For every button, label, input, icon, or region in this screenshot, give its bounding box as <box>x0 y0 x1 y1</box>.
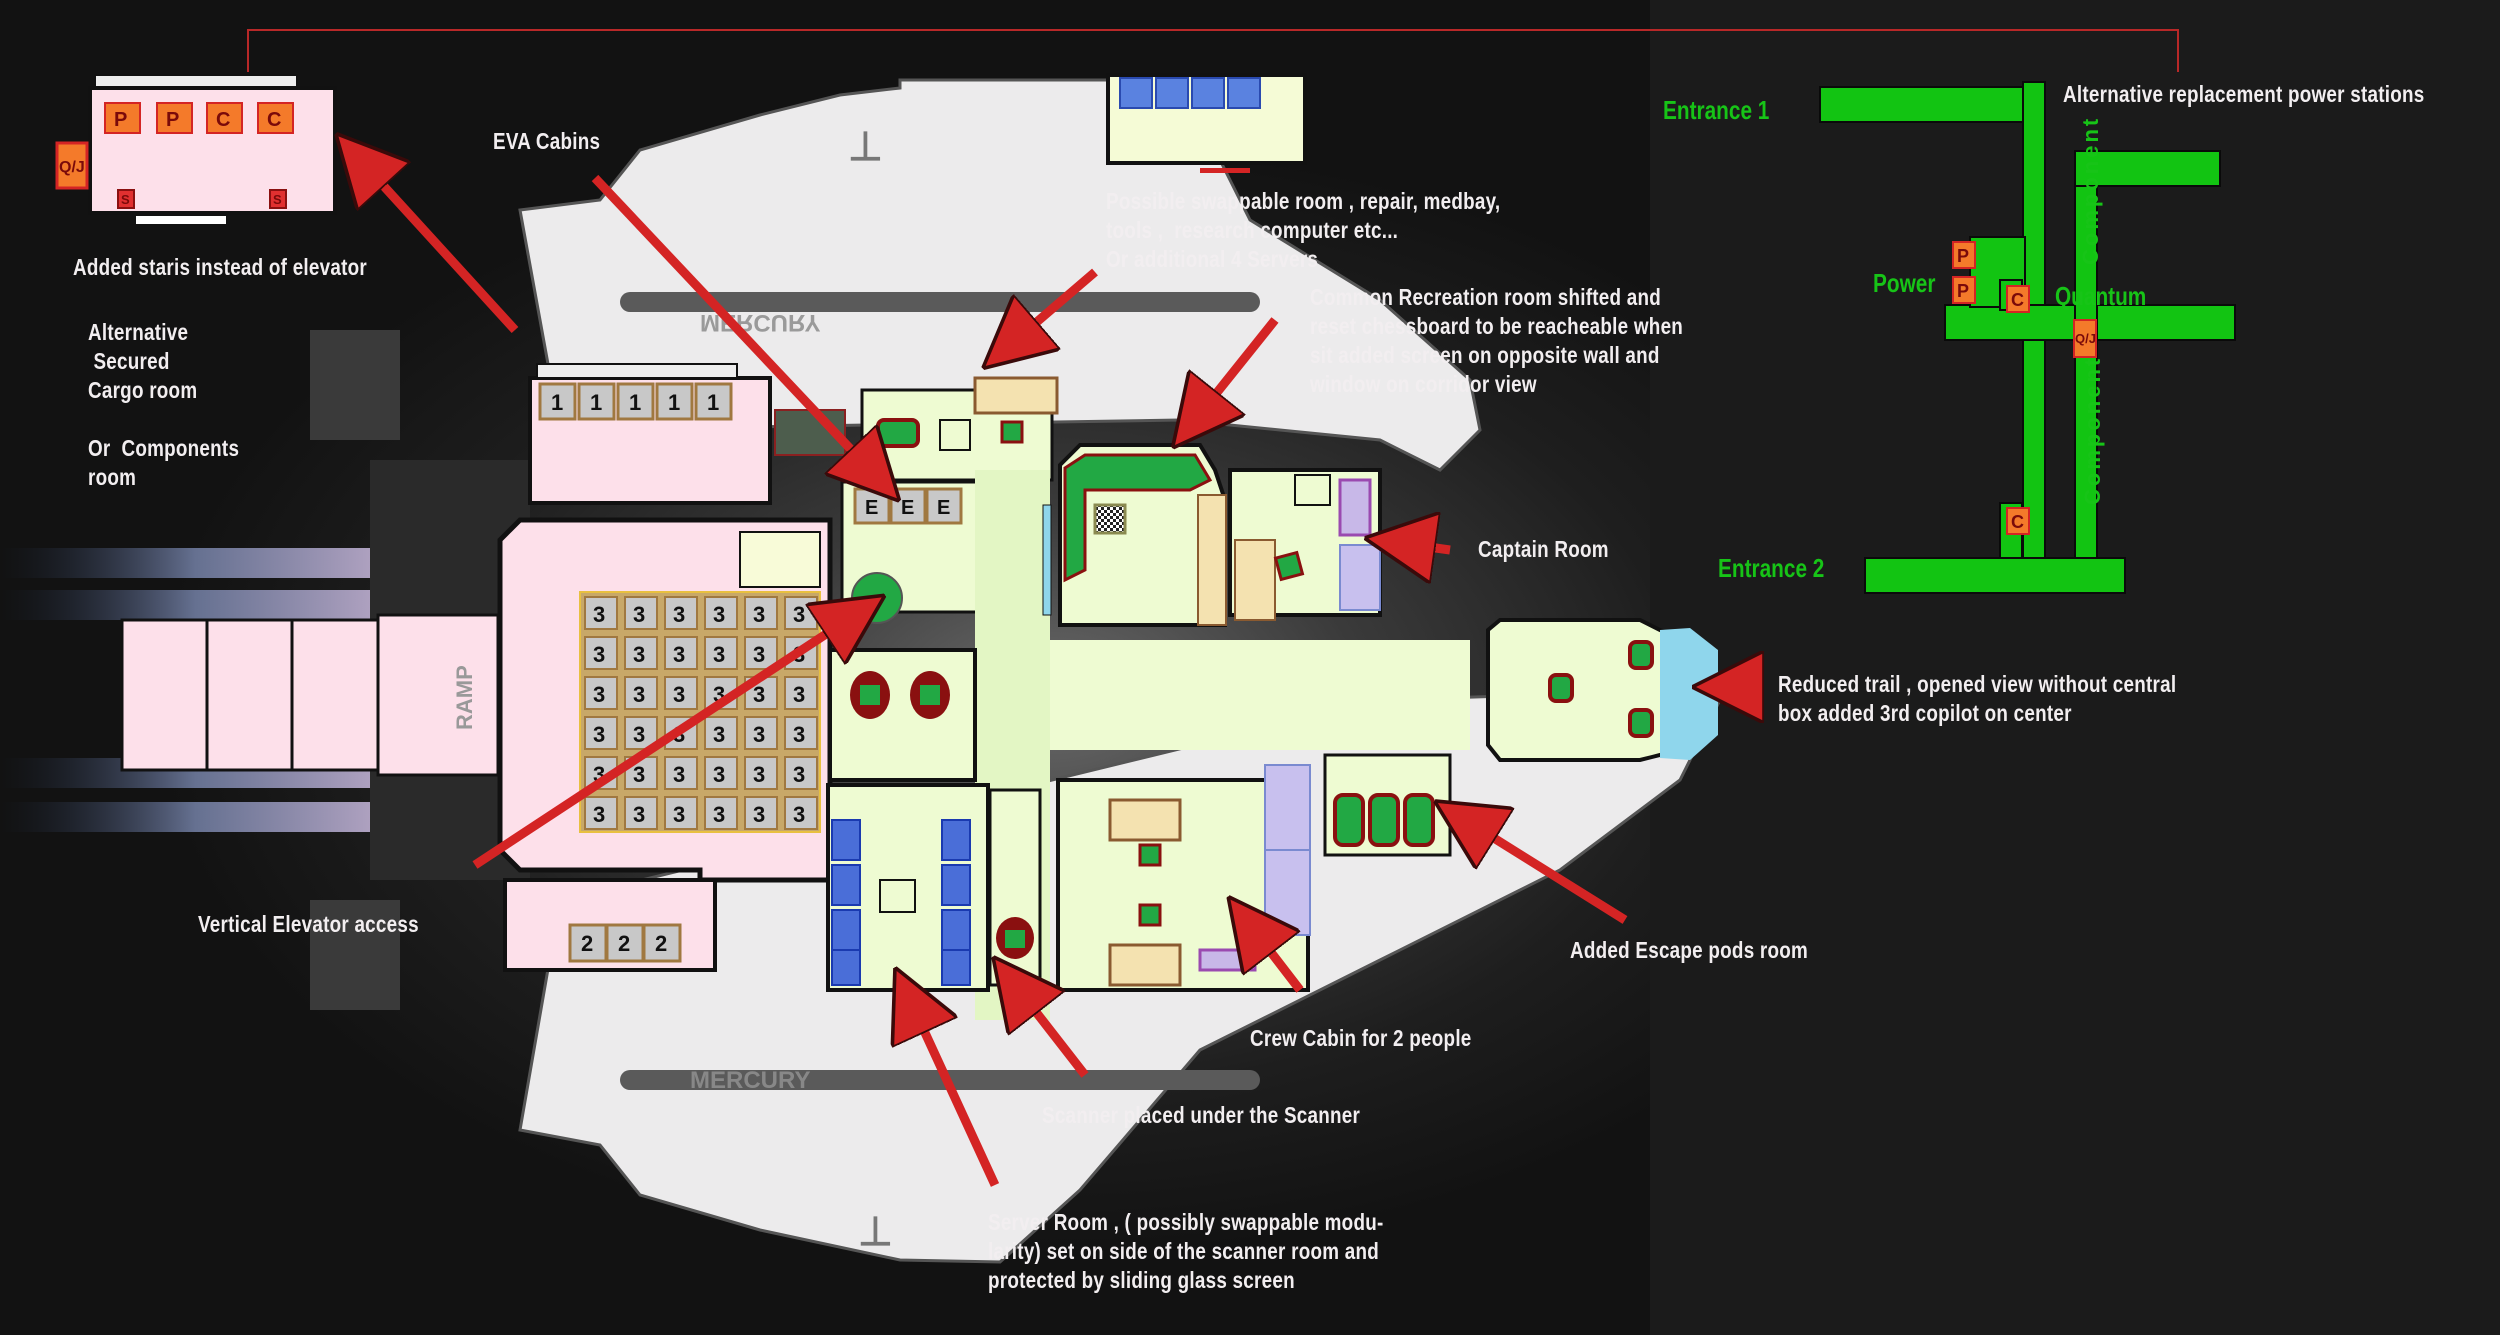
label-escape-pods: Added Escape pods room <box>1570 937 1809 963</box>
svg-text:3: 3 <box>713 802 725 827</box>
svg-text:MERCURY: MERCURY <box>690 1067 810 1094</box>
svg-text:S: S <box>121 192 130 207</box>
label-cockpit: Reduced trail , opened view without cent… <box>1778 671 2177 726</box>
svg-text:E: E <box>937 497 950 519</box>
svg-text:3: 3 <box>593 602 605 627</box>
svg-text:3: 3 <box>593 682 605 707</box>
svg-text:3: 3 <box>713 602 725 627</box>
label-recreation-room: Common Recreation room shifted and reset… <box>1310 284 1684 397</box>
svg-text:3: 3 <box>673 642 685 667</box>
svg-text:S: S <box>273 192 282 207</box>
label-scanner: Scanner placed under the Scanner <box>1042 1102 1361 1128</box>
svg-text:2: 2 <box>581 931 593 956</box>
svg-text:3: 3 <box>673 682 685 707</box>
svg-text:3: 3 <box>633 802 645 827</box>
svg-text:⊥: ⊥ <box>858 1210 893 1254</box>
power-label: Power <box>1873 268 1936 298</box>
svg-text:3: 3 <box>593 722 605 747</box>
label-elevator: Vertical Elevator access <box>198 911 419 937</box>
label-eva-cabins: EVA Cabins <box>493 128 601 154</box>
svg-text:3: 3 <box>633 682 645 707</box>
svg-text:P: P <box>114 109 127 131</box>
entrance-2-label: Entrance 2 <box>1718 553 1825 583</box>
power-diagram-title: Alternative replacement power stations <box>2063 81 2425 107</box>
thruster-trails <box>0 548 390 832</box>
power-station-map <box>1819 81 2236 594</box>
component-upper-label: Component <box>2078 115 2103 265</box>
svg-text:1: 1 <box>707 390 719 415</box>
quantum-label: Quantum <box>2055 281 2147 311</box>
svg-text:C: C <box>2011 512 2024 532</box>
svg-text:1: 1 <box>590 390 602 415</box>
component-lower-label: Component <box>2080 355 2105 505</box>
svg-text:1: 1 <box>629 390 641 415</box>
svg-text:1: 1 <box>668 390 680 415</box>
svg-text:3: 3 <box>673 602 685 627</box>
label-stairs: Added staris instead of elevator <box>73 254 367 280</box>
svg-text:3: 3 <box>753 682 765 707</box>
svg-text:↓: ↓ <box>870 589 880 611</box>
label-server-room: Server Room , ( possibly swappable modu-… <box>988 1209 1384 1293</box>
mini-room-preview <box>55 74 337 224</box>
svg-text:E: E <box>865 497 878 519</box>
svg-text:3: 3 <box>673 802 685 827</box>
svg-text:P: P <box>166 109 179 131</box>
svg-text:RAMP: RAMP <box>452 665 477 730</box>
svg-text:C: C <box>216 109 230 131</box>
entrance-1-label: Entrance 1 <box>1663 95 1770 125</box>
svg-text:3: 3 <box>633 642 645 667</box>
svg-text:C: C <box>267 109 281 131</box>
svg-text:⊥: ⊥ <box>848 125 883 169</box>
label-alt-cargo: Alternative Secured Cargo room Or Compon… <box>88 319 240 490</box>
svg-text:3: 3 <box>633 762 645 787</box>
svg-text:P: P <box>1957 281 1969 301</box>
svg-text:3: 3 <box>793 602 805 627</box>
svg-text:3: 3 <box>793 722 805 747</box>
svg-text:2: 2 <box>618 931 630 956</box>
power-slot-icons <box>1952 241 2097 535</box>
svg-text:3: 3 <box>793 682 805 707</box>
bracket-line <box>247 29 2179 72</box>
annotation-arrows <box>360 160 1745 1187</box>
svg-text:3: 3 <box>793 762 805 787</box>
interior-rooms <box>826 376 1718 1020</box>
svg-text:3: 3 <box>593 802 605 827</box>
svg-text:Q/J: Q/J <box>2075 331 2096 346</box>
svg-text:Q/J: Q/J <box>59 159 85 176</box>
svg-text:3: 3 <box>753 722 765 747</box>
svg-text:3: 3 <box>793 802 805 827</box>
svg-text:3: 3 <box>753 642 765 667</box>
label-captain-room: Captain Room <box>1478 536 1609 562</box>
svg-text:3: 3 <box>713 642 725 667</box>
svg-text:3: 3 <box>673 762 685 787</box>
label-swappable-room: Possible swappable room , repair, medbay… <box>1106 188 1501 272</box>
svg-text:3: 3 <box>753 602 765 627</box>
label-crew-cabin: Crew Cabin for 2 people <box>1250 1025 1472 1051</box>
svg-text:3: 3 <box>713 762 725 787</box>
svg-text:C: C <box>2011 290 2024 310</box>
svg-text:3: 3 <box>633 722 645 747</box>
svg-text:3: 3 <box>753 762 765 787</box>
svg-text:3: 3 <box>633 602 645 627</box>
svg-text:3: 3 <box>713 722 725 747</box>
svg-text:3: 3 <box>593 642 605 667</box>
svg-text:P: P <box>1957 246 1969 266</box>
swappable-room-preview <box>1106 73 1307 173</box>
mini-room-slots <box>104 102 294 134</box>
svg-text:1: 1 <box>551 390 563 415</box>
svg-text:E: E <box>901 497 914 519</box>
svg-text:3: 3 <box>753 802 765 827</box>
svg-text:2: 2 <box>655 931 667 956</box>
